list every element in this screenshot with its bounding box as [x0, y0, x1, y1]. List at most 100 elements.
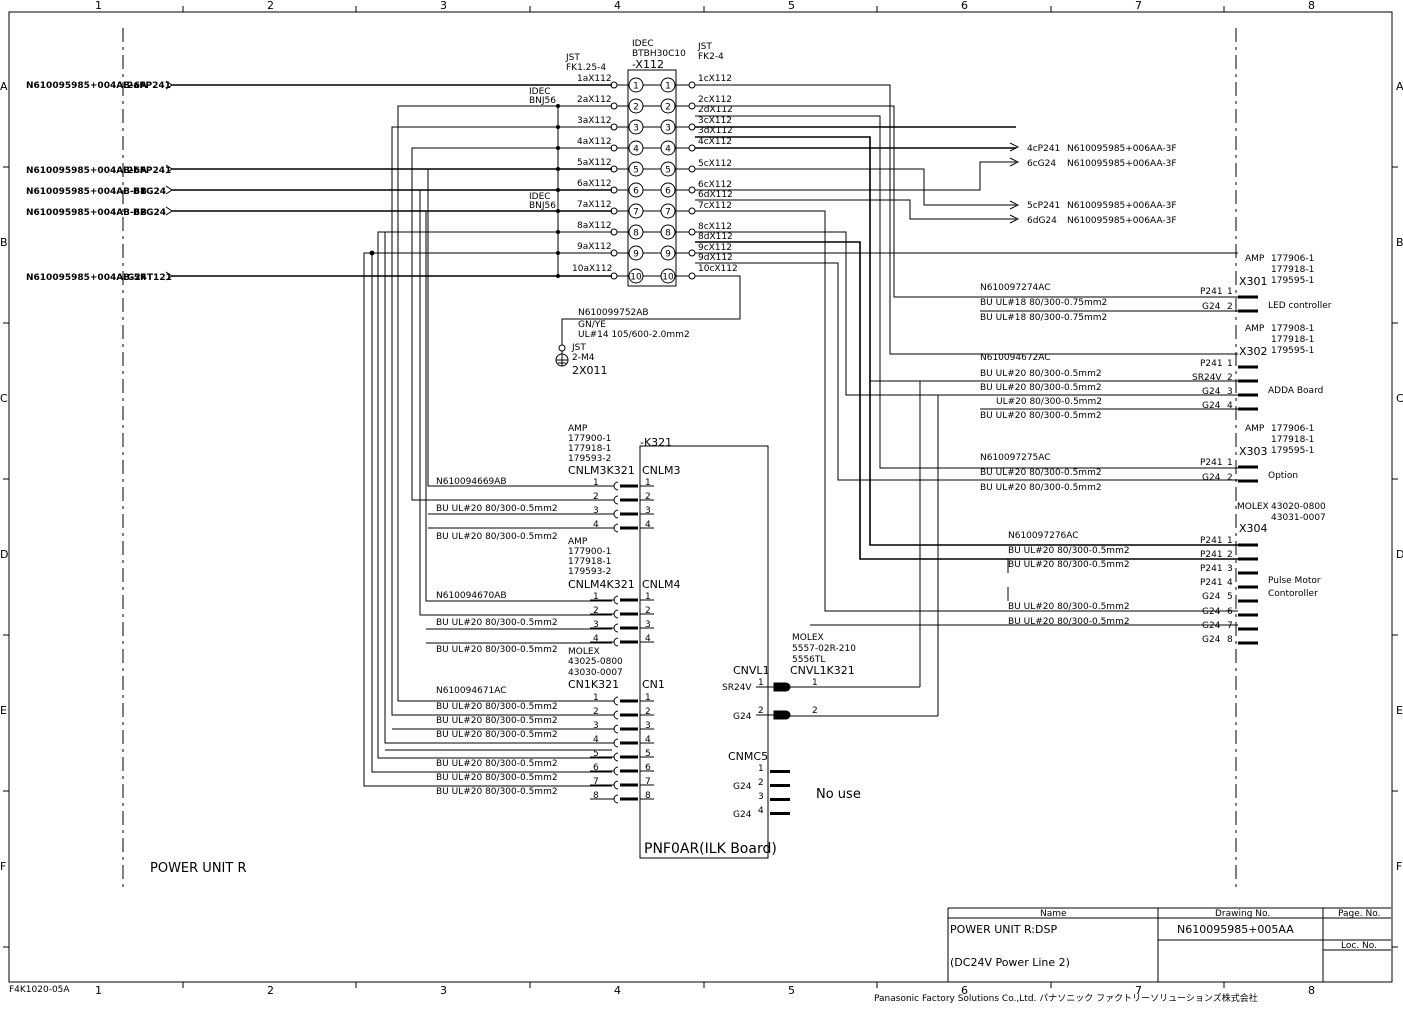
connector-pin [1238, 295, 1258, 299]
cn1-group: MOLEX 43025-0800 43030-0007 CN1K321 CN1 … [436, 647, 665, 797]
col-label: 3 [440, 0, 447, 12]
pin-signal: P241 [1200, 578, 1223, 588]
output-labels: 4cP241 N610095985+006AA-3F 6cG24 N610095… [1027, 144, 1177, 226]
conn-jack: CNVL1 [733, 664, 770, 677]
row-label: F [0, 860, 6, 873]
pin-number: 4 [1227, 578, 1233, 588]
output-dest: N610095985+006AA-3F [1067, 144, 1177, 154]
pin-bar [620, 526, 638, 530]
wire-spec: BU UL#20 80/300-0.5mm2 [1008, 546, 1130, 556]
title-header: Name [1040, 909, 1067, 919]
ilk-board: -K321 PNF0AR(ILK Board) [639, 436, 777, 859]
pin-bar [620, 498, 638, 502]
wire-spec: BU UL#20 80/300-0.5mm2 [436, 702, 558, 712]
output-dest: N610095985+006AA-3F [1067, 201, 1177, 211]
power-unit-label: POWER UNIT R [150, 861, 246, 876]
x112-header: JST FK1.25-4 IDEC BTBH30C10 -X112 JST FK… [529, 39, 724, 211]
x112-right-labels: 1cX112 2cX112 2dX112 3cX112 3dX112 4cX11… [698, 74, 738, 274]
pin-number: 6 [1227, 607, 1233, 617]
connector-pin [1238, 309, 1258, 313]
pin-number: 1 [758, 678, 764, 688]
junction-dot [556, 230, 560, 234]
ground-part: 2-M4 [572, 353, 595, 363]
ground-cable: N610099752AB [578, 308, 649, 318]
pin-number: 1 [645, 693, 651, 703]
wire-spec: BU UL#20 80/300-0.5mm2 [436, 618, 558, 628]
input-signal: B1G24 [133, 187, 166, 197]
junction-dot [556, 125, 560, 129]
ring-lug-icon [688, 102, 696, 110]
ring-lug-icon [688, 81, 696, 89]
pin-signal: P241 [1200, 287, 1223, 297]
connector-pin [1238, 365, 1258, 369]
row-label: A [0, 80, 8, 93]
x112-name: -X112 [632, 58, 664, 71]
wire-spec: BU UL#20 80/300-0.5mm2 [436, 645, 558, 655]
connector-pin [1238, 571, 1258, 575]
extra-wiring [810, 380, 1238, 716]
pin-signal: SR24V [722, 683, 752, 693]
cnmc5-group: CNMC5 1 2 3 4 G24 G24 No use [728, 750, 861, 820]
conn-part: 179595-1 [1271, 446, 1314, 456]
pin-number: 8 [1227, 635, 1233, 645]
idec-label: IDEC [529, 192, 551, 202]
idec-label: IDEC [529, 87, 551, 97]
x112-left-part: FK1.25-4 [566, 63, 606, 73]
terminal-label: 2aX112 [577, 95, 612, 105]
junction-dot [556, 146, 560, 150]
conn-part: 43025-0800 [568, 657, 623, 667]
wire-spec: BU UL#20 80/300-0.5mm2 [436, 787, 558, 797]
pin-number: 2 [1227, 550, 1233, 560]
pin-signal: G24 [1202, 387, 1221, 397]
conn-name: X303 [1239, 445, 1268, 458]
pin-signal: G24 [1202, 635, 1221, 645]
terminal-label: 5aX112 [577, 158, 612, 168]
pin-number: 1 [758, 764, 764, 774]
terminal-number: 10 [662, 273, 674, 283]
pin-number: 3 [645, 506, 651, 516]
input-signal: B2G24 [133, 208, 166, 218]
socket-icon [613, 780, 619, 790]
conn-part: 43031-0007 [1271, 513, 1326, 523]
terminal-label: 8aX112 [577, 221, 612, 231]
ground-wire-spec: UL#14 105/600-2.0mm2 [578, 330, 690, 340]
row-label: D [0, 548, 8, 561]
conn-part: 177906-1 [1271, 254, 1314, 264]
x112-left-vendor: JST [565, 53, 580, 63]
pin-number: 3 [593, 620, 599, 630]
title-header: Page. No. [1338, 909, 1380, 919]
no-use-note: No use [816, 787, 861, 802]
cable-id: N610097274AC [980, 283, 1051, 293]
terminal-label: 4aX112 [577, 137, 612, 147]
connector-pin [1238, 627, 1258, 631]
junction-dot [556, 251, 560, 255]
socket-icon [613, 738, 619, 748]
x112-input-wiring [363, 105, 612, 787]
input-source: N610095985+004AB-6A [26, 81, 147, 91]
pin-signal: P241 [1200, 458, 1223, 468]
conn-plug: CN1K321 [568, 678, 619, 691]
pin-signal: P241 [1200, 359, 1223, 369]
conn-part: 177918-1 [1271, 335, 1314, 345]
socket-icon [613, 523, 619, 533]
column-ticks [3, 6, 1398, 988]
pin-number: 4 [593, 520, 599, 530]
socket-icon [613, 794, 619, 804]
ground-2x011: N610099752AB GN/YE UL#14 105/600-2.0mm2 … [555, 308, 690, 377]
output-signal: 5cP241 [1027, 201, 1060, 211]
wire-spec: BU UL#20 80/300-0.5mm2 [436, 759, 558, 769]
title-header: Drawing No. [1215, 909, 1270, 919]
conn-plug: CNLM3K321 [568, 464, 635, 477]
output-dest: N610095985+006AA-3F [1067, 216, 1177, 226]
col-label: 2 [267, 984, 274, 997]
pin-number: 6 [645, 763, 651, 773]
connector-pin [1238, 393, 1258, 397]
pin-number: 1 [1227, 458, 1233, 468]
conn-part: 179595-1 [1271, 346, 1314, 356]
x304-group: MOLEX 43020-0800 43031-0007 X304 Pulse M… [1007, 502, 1326, 645]
x112-left-labels: 1aX112 2aX112 3aX112 4aX112 5aX112 6aX11… [572, 74, 612, 274]
junction-dots[interactable] [369, 104, 560, 278]
ring-lug-icon [688, 249, 696, 257]
cable-id: N610094671AC [436, 686, 507, 696]
row-label: E [0, 704, 7, 717]
